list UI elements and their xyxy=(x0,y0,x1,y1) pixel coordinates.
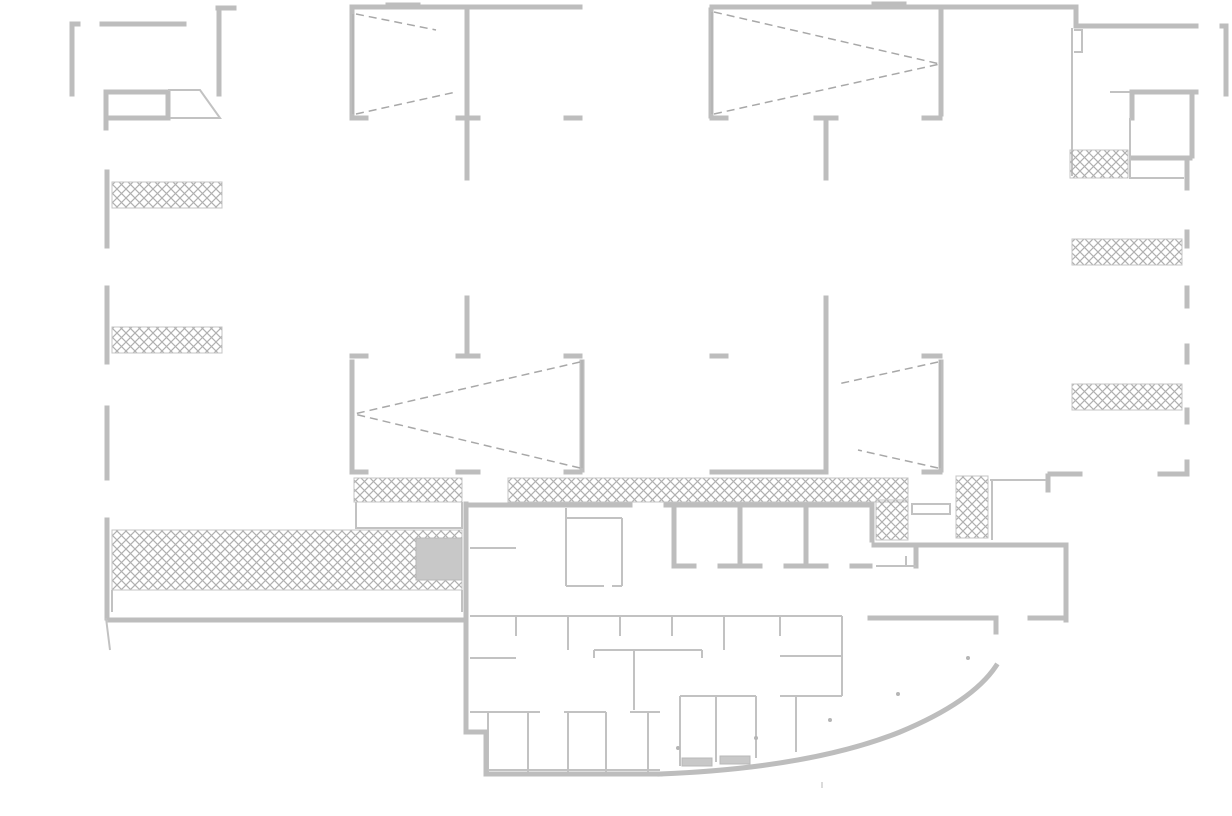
column-dot xyxy=(676,746,680,750)
hatched-zone xyxy=(875,499,909,541)
wall-segment xyxy=(565,508,623,587)
wall-segment xyxy=(679,696,797,766)
door-swing-arc xyxy=(713,11,941,65)
wall-segment xyxy=(168,89,222,119)
solid-block xyxy=(681,757,713,767)
wall-segment xyxy=(1157,459,1190,477)
column-dot xyxy=(966,656,970,660)
wall-segment xyxy=(911,503,951,515)
column-dot xyxy=(828,718,832,722)
wall-segment xyxy=(487,712,649,772)
column-dot xyxy=(754,736,758,740)
wall-segment xyxy=(780,616,843,697)
hatched-zone xyxy=(111,529,463,591)
middle-wall-band xyxy=(349,295,1083,493)
door-swing-arc xyxy=(353,413,581,469)
door-swing-arc xyxy=(713,63,941,115)
wall-segment xyxy=(463,729,663,777)
hatched-zone xyxy=(111,181,223,209)
top-right-room xyxy=(1071,5,1229,179)
wall-segment xyxy=(990,479,1046,540)
left-exterior-wall xyxy=(104,169,111,651)
solid-block xyxy=(415,537,463,581)
wall-segment xyxy=(1074,29,1083,53)
wall-segment xyxy=(593,649,703,658)
wall-segment xyxy=(105,617,111,651)
door-swing-arc xyxy=(355,91,457,115)
door-swing-top-left xyxy=(352,13,457,115)
wall-segment xyxy=(515,616,781,650)
top-wall-band xyxy=(349,1,1079,181)
wall-segment xyxy=(111,590,463,612)
hatched-zone xyxy=(353,477,463,503)
hatched-zone xyxy=(507,477,909,503)
door-swing-mid-right xyxy=(837,360,941,469)
door-swing-mid-left xyxy=(353,360,583,469)
wall-segment xyxy=(876,556,916,567)
solid-block xyxy=(719,755,751,765)
hatched-zone xyxy=(111,326,223,354)
wall-segment xyxy=(1219,23,1229,97)
column-dot xyxy=(896,692,900,696)
wall-segment xyxy=(1129,118,1184,179)
door-swing-arc xyxy=(355,13,437,31)
hatched-zone xyxy=(1071,383,1183,411)
top-left-room xyxy=(69,5,237,131)
wall-segment xyxy=(657,662,1000,777)
hatched-zone xyxy=(1071,238,1183,266)
hatched-zone xyxy=(1069,149,1129,179)
door-swing-arc xyxy=(857,449,939,469)
door-swing-arc xyxy=(837,361,939,385)
door-swing-top-right xyxy=(711,11,941,115)
lower-building xyxy=(463,501,1069,788)
door-swing-arc xyxy=(353,361,581,415)
hatched-zone xyxy=(955,475,989,539)
wall-segment xyxy=(355,502,463,529)
right-exterior-wall xyxy=(1157,157,1190,477)
